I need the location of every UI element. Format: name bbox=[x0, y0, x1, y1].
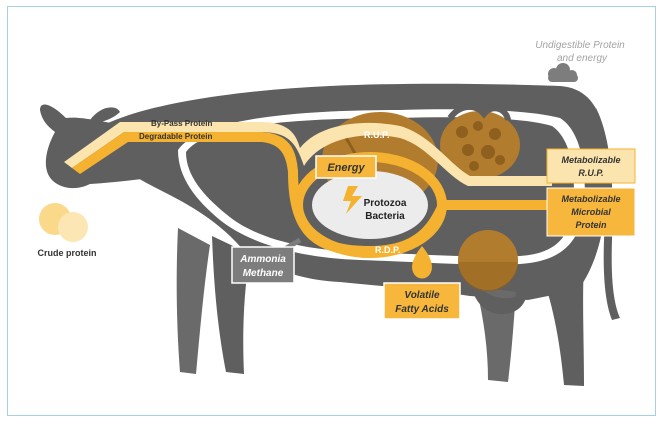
cloud-icon bbox=[548, 63, 578, 82]
crude-protein-label: Crude protein bbox=[37, 248, 96, 258]
vfa-line2: Fatty Acids bbox=[395, 304, 449, 315]
metabolizable-rup-line1: Metabolizable bbox=[561, 155, 620, 165]
metabolizable-rup-line2: R.U.P. bbox=[578, 168, 603, 178]
metabolizable-microbial-line3: Protein bbox=[575, 220, 607, 230]
degradable-protein-label: Degradable Protein bbox=[139, 132, 212, 141]
methane-label: Methane bbox=[243, 268, 284, 279]
undigestible-label-line1: Undigestible Protein bbox=[535, 40, 625, 51]
protozoa-label: Protozoa bbox=[364, 198, 407, 209]
cow-front-leg-left bbox=[177, 228, 210, 374]
energy-label: Energy bbox=[327, 162, 365, 174]
cow-hind-leg-right bbox=[540, 262, 584, 386]
ammonia-label: Ammonia bbox=[239, 254, 286, 265]
undigestible-label-line2: and energy bbox=[557, 53, 608, 64]
crude-protein-icon bbox=[39, 203, 88, 242]
rdp-label: R.D.P. bbox=[375, 245, 400, 255]
bypass-protein-label: By-Pass Protein bbox=[151, 119, 212, 128]
rup-label: R.U.P. bbox=[364, 130, 389, 140]
metabolizable-microbial-line2: Microbial bbox=[571, 207, 611, 217]
metabolizable-microbial-line1: Metabolizable bbox=[561, 194, 620, 204]
vfa-line1: Volatile bbox=[404, 290, 440, 301]
bacteria-label: Bacteria bbox=[365, 211, 405, 222]
